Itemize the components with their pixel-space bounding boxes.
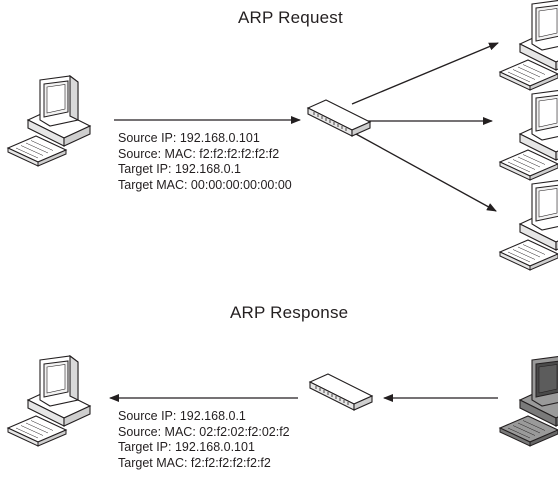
network-switch-icon	[307, 99, 371, 137]
broadcast-arrow-3	[355, 133, 497, 212]
requester-computer-icon	[7, 355, 91, 447]
broadcast-arrow-1	[351, 42, 499, 105]
request-target-ip: Target IP: 192.168.0.1	[118, 162, 242, 176]
request-target-mac: Target MAC: 00:00:00:00:00:00	[118, 177, 292, 192]
response-title: ARP Response	[230, 303, 349, 322]
response-info: Source IP: 192.168.0.1 Source: MAC: 02:f…	[118, 409, 290, 471]
response-source-ip: Source IP: 192.168.0.1	[118, 409, 246, 423]
response-switch-icon	[309, 373, 373, 411]
request-source-ip: Source IP: 192.168.0.101	[118, 131, 260, 145]
request-title: ARP Request	[238, 8, 343, 27]
sender-computer-icon	[7, 75, 91, 167]
receiver-computer-1-icon	[499, 0, 558, 91]
request-source-mac: Source: MAC: f2:f2:f2:f2:f2:f2	[118, 146, 280, 161]
receiver-computer-3-icon	[499, 179, 558, 271]
response-target-mac: Target MAC: f2:f2:f2:f2:f2:f2	[118, 455, 271, 470]
response-source-mac: Source: MAC: 02:f2:02:f2:02:f2	[118, 424, 290, 439]
receiver-computer-2-icon	[499, 89, 558, 181]
response-target-ip: Target IP: 192.168.0.101	[118, 440, 255, 454]
request-info: Source IP: 192.168.0.101 Source: MAC: f2…	[118, 131, 292, 193]
responding-computer-icon	[499, 355, 558, 447]
